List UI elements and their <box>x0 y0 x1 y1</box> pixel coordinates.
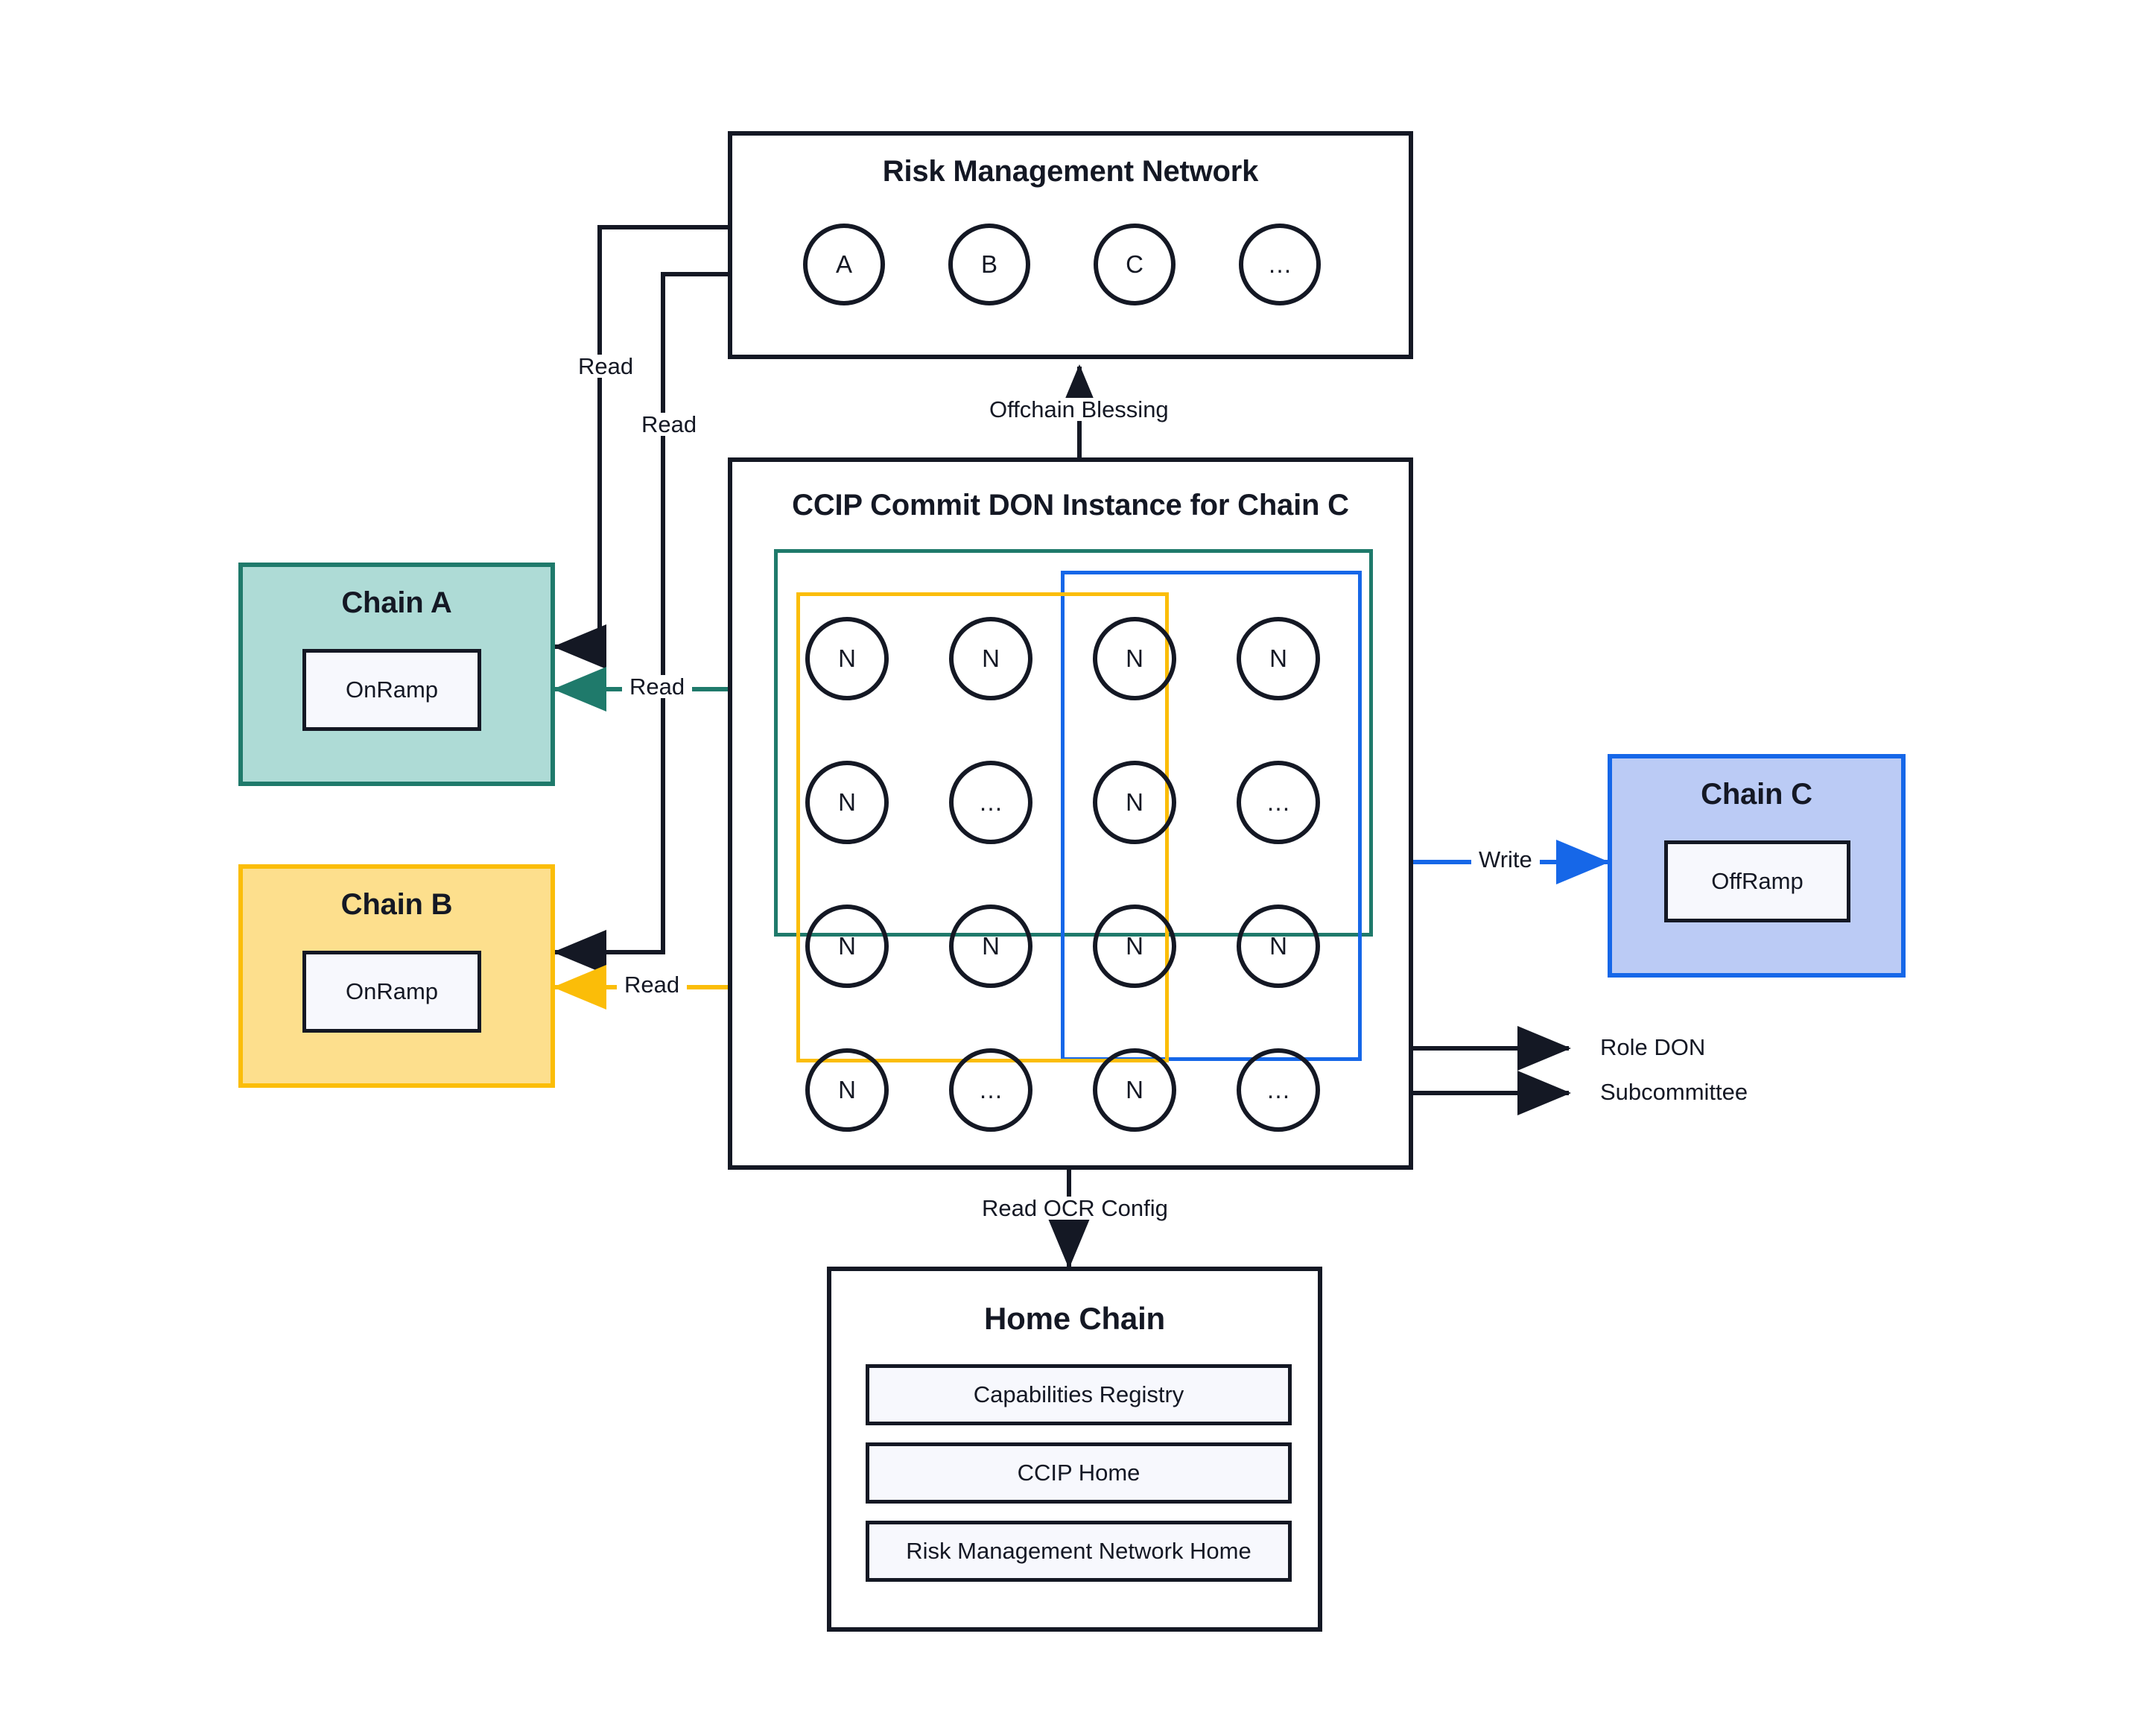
home-chain-title: Home Chain <box>983 1301 1166 1336</box>
rmn-node-c-label: C <box>1126 250 1143 278</box>
chain-c-offramp: OffRamp <box>1664 840 1850 922</box>
don-node-r3c4: N <box>1237 905 1320 988</box>
label-read-ocr-config: Read OCR Config <box>974 1197 1176 1220</box>
commit-don-title: CCIP Commit DON Instance for Chain C <box>792 489 1349 522</box>
don-node-r2c4: … <box>1237 761 1320 844</box>
don-node-r2c2-label: … <box>978 788 1003 816</box>
home-chain-item-rmn-home: Risk Management Network Home <box>866 1521 1292 1582</box>
don-node-r3c1: N <box>805 905 889 988</box>
don-node-r4c2-label: … <box>978 1076 1003 1103</box>
home-chain-item-ccip-home: CCIP Home <box>866 1442 1292 1504</box>
don-node-r4c3: N <box>1093 1048 1176 1132</box>
chain-a-onramp-label: OnRamp <box>345 677 439 703</box>
chain-c-title: Chain C <box>1701 778 1812 811</box>
rmn-node-a: A <box>803 224 885 305</box>
label-read-black-chain-a: Read <box>571 355 641 378</box>
label-write-chain-c: Write <box>1471 848 1540 871</box>
risk-management-network-title: Risk Management Network <box>882 155 1259 188</box>
label-offchain-blessing: Offchain Blessing <box>982 398 1176 421</box>
chain-c-offramp-label: OffRamp <box>1711 868 1804 894</box>
label-read-yellow-chain-b: Read <box>617 973 688 996</box>
don-node-r3c2: N <box>949 905 1032 988</box>
don-node-r4c2: … <box>949 1048 1032 1132</box>
overlay-role-don-teal <box>774 549 1373 937</box>
chain-a-box: Chain A OnRamp <box>238 563 555 786</box>
rmn-node-b: B <box>948 224 1030 305</box>
don-node-r3c4-label: N <box>1269 932 1287 960</box>
chain-c-box: Chain C OffRamp <box>1608 754 1906 978</box>
chain-b-title: Chain B <box>340 888 453 921</box>
rmn-node-a-label: A <box>835 250 852 278</box>
chain-b-onramp-label: OnRamp <box>345 978 439 1004</box>
chain-b-onramp: OnRamp <box>302 951 481 1033</box>
rmn-node-c: C <box>1094 224 1176 305</box>
rmn-node-more-label: … <box>1267 250 1292 278</box>
don-node-r1c2: N <box>949 617 1032 700</box>
don-node-r2c1: N <box>805 761 889 844</box>
overlay-subcommittee-blue <box>1061 571 1362 1061</box>
home-chain-box: Home Chain Capabilities Registry CCIP Ho… <box>827 1267 1322 1632</box>
don-node-r4c1-label: N <box>838 1076 856 1103</box>
don-node-r4c1: N <box>805 1048 889 1132</box>
don-node-r1c4: N <box>1237 617 1320 700</box>
don-node-r4c3-label: N <box>1126 1076 1143 1103</box>
home-chain-item-0-label: Capabilities Registry <box>973 1381 1184 1407</box>
don-node-r1c4-label: N <box>1269 644 1287 672</box>
don-node-r1c3: N <box>1093 617 1176 700</box>
don-node-r1c2-label: N <box>982 644 1000 672</box>
don-node-r3c3: N <box>1093 905 1176 988</box>
chain-a-onramp: OnRamp <box>302 649 481 731</box>
label-read-teal-chain-a: Read <box>622 675 693 698</box>
don-node-r2c2: … <box>949 761 1032 844</box>
risk-management-network-box: Risk Management Network A B C … <box>728 131 1413 359</box>
edge-read-black-chain-b <box>553 272 728 975</box>
don-node-r2c3: N <box>1093 761 1176 844</box>
don-node-r3c1-label: N <box>838 932 856 960</box>
don-node-r4c4: … <box>1237 1048 1320 1132</box>
don-node-r3c2-label: N <box>982 932 1000 960</box>
label-read-black-chain-b: Read <box>634 413 705 436</box>
don-node-r2c4-label: … <box>1266 788 1291 816</box>
chain-b-box: Chain B OnRamp <box>238 864 555 1088</box>
legend-label-role-don: Role DON <box>1600 1034 1706 1060</box>
legend-label-subcommittee: Subcommittee <box>1600 1079 1748 1105</box>
don-node-r1c1: N <box>805 617 889 700</box>
rmn-node-b-label: B <box>980 250 997 278</box>
rmn-node-more: … <box>1239 224 1321 305</box>
don-node-r2c3-label: N <box>1126 788 1143 816</box>
commit-don-box: CCIP Commit DON Instance for Chain C N N… <box>728 457 1413 1170</box>
don-node-r2c1-label: N <box>838 788 856 816</box>
chain-a-title: Chain A <box>341 586 452 619</box>
don-node-r3c3-label: N <box>1126 932 1143 960</box>
don-node-r1c3-label: N <box>1126 644 1143 672</box>
edge-read-black-chain-a <box>553 225 728 669</box>
home-chain-item-2-label: Risk Management Network Home <box>906 1538 1252 1564</box>
don-node-r4c4-label: … <box>1266 1076 1291 1103</box>
home-chain-item-capabilities-registry: Capabilities Registry <box>866 1364 1292 1425</box>
home-chain-item-1-label: CCIP Home <box>1017 1460 1141 1486</box>
don-node-r1c1-label: N <box>838 644 856 672</box>
